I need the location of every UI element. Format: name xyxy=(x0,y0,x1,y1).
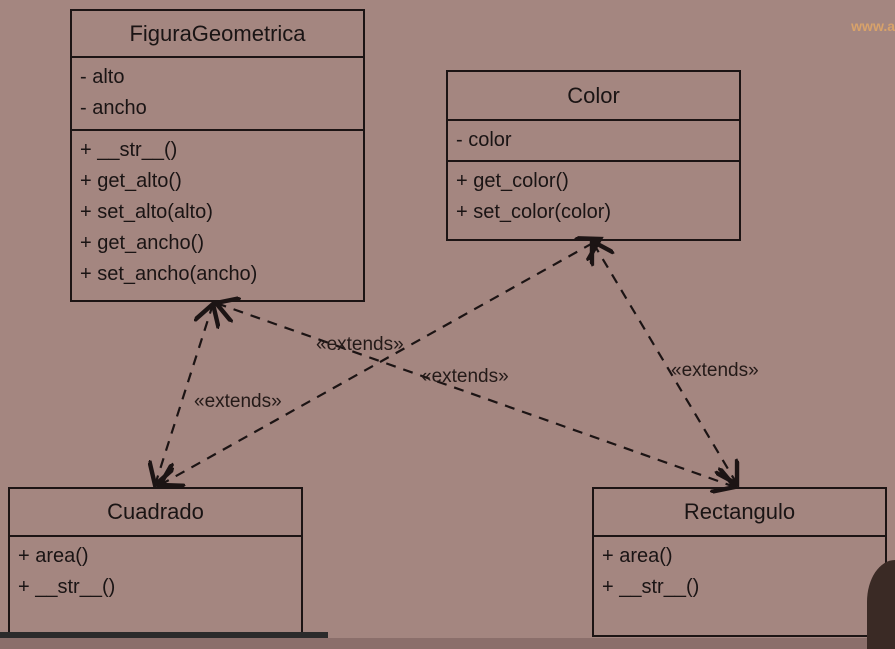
class-name-cuadrado: Cuadrado xyxy=(10,489,301,537)
method-set-ancho: + set_ancho(ancho) xyxy=(80,263,258,285)
extends-label-rectangulo-figura: «extends» xyxy=(316,334,404,355)
extends-label-cuadrado-figura: «extends» xyxy=(194,391,282,412)
attribute-color: - color xyxy=(456,129,512,151)
class-box-rectangulo: Rectangulo + area() + __str__() xyxy=(592,487,887,637)
class-box-cuadrado: Cuadrado + area() + __str__() xyxy=(8,487,303,637)
class-name-figura-geometrica: FiguraGeometrica xyxy=(72,11,363,58)
bottom-progress-bar xyxy=(0,632,328,638)
methods-figura-geometrica: + __str__() + get_alto() + set_alto(alto… xyxy=(72,131,363,300)
extends-label-rectangulo-color: «extends» xyxy=(671,360,759,381)
method-str: + __str__() xyxy=(80,139,178,161)
methods-rectangulo: + area() + __str__() xyxy=(594,537,885,633)
extends-line-rectangulo-color xyxy=(592,241,737,484)
method-area-cuadrado: + area() xyxy=(18,545,89,567)
bottom-edge-strip xyxy=(0,638,895,649)
method-str-cuadrado: + __str__() xyxy=(18,576,116,598)
attributes-color: - color xyxy=(448,121,739,162)
class-box-color: Color - color + get_color() + set_color(… xyxy=(446,70,741,241)
method-get-color: + get_color() xyxy=(456,170,569,192)
methods-color: + get_color() + set_color(color) xyxy=(448,162,739,239)
method-str-rectangulo: + __str__() xyxy=(602,576,700,598)
method-set-color: + set_color(color) xyxy=(456,201,612,223)
class-name-rectangulo: Rectangulo xyxy=(594,489,885,537)
extends-label-cuadrado-color: «extends» xyxy=(421,366,509,387)
method-set-alto: + set_alto(alto) xyxy=(80,201,213,223)
method-get-ancho: + get_ancho() xyxy=(80,232,204,254)
method-area-rectangulo: + area() xyxy=(602,545,673,567)
extends-line-rectangulo-figura xyxy=(216,303,735,487)
attributes-figura-geometrica: - alto - ancho xyxy=(72,58,363,131)
methods-cuadrado: + area() + __str__() xyxy=(10,537,301,633)
method-get-alto: + get_alto() xyxy=(80,170,182,192)
attribute-ancho: - ancho xyxy=(80,97,147,119)
class-box-figura-geometrica: FiguraGeometrica - alto - ancho + __str_… xyxy=(70,9,365,302)
watermark-text: www.a xyxy=(851,18,895,34)
attribute-alto: - alto xyxy=(80,66,125,88)
class-name-color: Color xyxy=(448,72,739,121)
